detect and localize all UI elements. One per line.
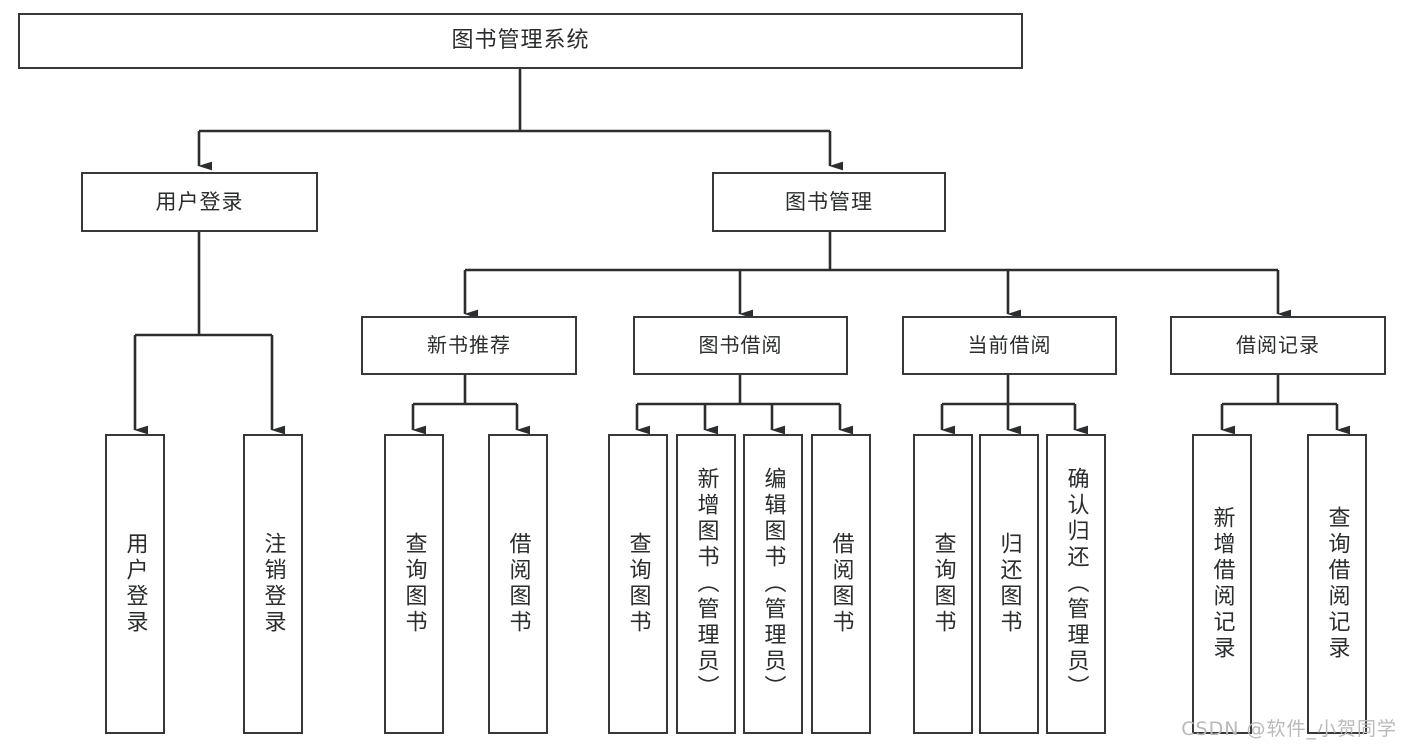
leaf-add-book-admin-label: 新增图书（管理员） [693, 467, 719, 701]
leaf-borrow-books-rec[interactable]: 借阅图书 [488, 434, 548, 734]
leaf-search-books-current[interactable]: 查询图书 [913, 434, 973, 734]
leaf-confirm-return-admin-label: 确认归还（管理员） [1063, 467, 1089, 701]
node-current-borrow-label: 当前借阅 [967, 332, 1052, 357]
leaf-search-books-borrow[interactable]: 查询图书 [608, 434, 668, 734]
node-book-management[interactable]: 图书管理 [712, 172, 946, 232]
node-book-borrow-label: 图书借阅 [698, 332, 783, 357]
leaf-borrow-book-label: 借阅图书 [828, 532, 854, 636]
leaf-edit-book-admin-label: 编辑图书（管理员） [760, 467, 786, 701]
leaf-borrow-books-rec-label: 借阅图书 [505, 532, 531, 636]
node-book-borrow[interactable]: 图书借阅 [633, 316, 848, 375]
leaf-search-books-rec[interactable]: 查询图书 [384, 434, 444, 734]
leaf-user-login-label: 用户登录 [122, 532, 148, 636]
leaf-add-book-admin[interactable]: 新增图书（管理员） [676, 434, 736, 734]
leaf-logout[interactable]: 注销登录 [243, 434, 303, 734]
leaf-search-books-rec-label: 查询图书 [401, 532, 427, 636]
node-new-book-recommend-label: 新书推荐 [427, 332, 511, 357]
node-borrow-records-label: 借阅记录 [1236, 332, 1320, 357]
node-new-book-recommend[interactable]: 新书推荐 [361, 316, 577, 375]
node-book-management-label: 图书管理 [785, 189, 873, 214]
leaf-add-borrow-record[interactable]: 新增借阅记录 [1192, 434, 1252, 734]
leaf-search-books-borrow-label: 查询图书 [625, 532, 651, 636]
node-root-label: 图书管理系统 [451, 28, 590, 54]
node-root[interactable]: 图书管理系统 [18, 13, 1023, 69]
node-current-borrow[interactable]: 当前借阅 [902, 316, 1117, 375]
leaf-search-borrow-record[interactable]: 查询借阅记录 [1307, 434, 1367, 734]
leaf-edit-book-admin[interactable]: 编辑图书（管理员） [743, 434, 803, 734]
leaf-add-borrow-record-label: 新增借阅记录 [1209, 506, 1235, 662]
leaf-confirm-return-admin[interactable]: 确认归还（管理员） [1046, 434, 1106, 734]
leaf-logout-label: 注销登录 [260, 532, 286, 636]
leaf-user-login[interactable]: 用户登录 [105, 434, 165, 734]
leaf-search-borrow-record-label: 查询借阅记录 [1324, 506, 1350, 662]
leaf-borrow-book[interactable]: 借阅图书 [811, 434, 871, 734]
leaf-return-book[interactable]: 归还图书 [979, 434, 1039, 734]
node-user-login-label: 用户登录 [155, 189, 244, 214]
node-borrow-records[interactable]: 借阅记录 [1170, 316, 1386, 375]
leaf-search-books-current-label: 查询图书 [930, 532, 956, 636]
leaf-return-book-label: 归还图书 [996, 532, 1022, 636]
node-user-login[interactable]: 用户登录 [81, 172, 318, 232]
